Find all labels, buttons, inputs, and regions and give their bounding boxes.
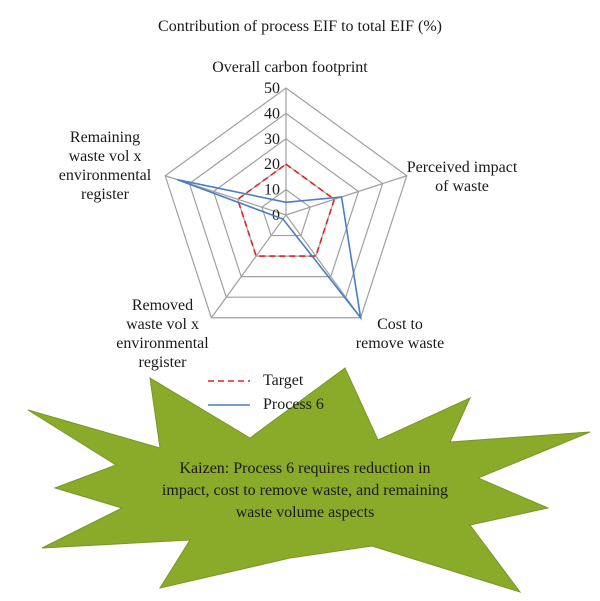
axis-spoke: [210, 214, 287, 319]
annotation-line: impact, cost to remove waste, and remain…: [161, 482, 449, 499]
tick-label: 40: [264, 105, 280, 122]
kaizen-annotation: Kaizen: Process 6 requires reduction in …: [120, 458, 490, 524]
grid-ring: [164, 87, 408, 319]
axis-label-overall-carbon-footprint: Overall carbon footprint: [212, 59, 368, 76]
grid-ring: [188, 112, 384, 298]
annotation-line: waste volume aspects: [235, 504, 375, 521]
axis-spoke: [285, 175, 407, 216]
chart-title: Contribution of process EIF to total EIF…: [158, 18, 442, 35]
grid-ring: [212, 138, 360, 278]
series-line-process-6: [177, 178, 362, 321]
axis-spoke: [285, 214, 362, 319]
legend-label-process-6: Process 6: [263, 396, 324, 413]
grid-ring: [261, 188, 311, 237]
legend-label-target: Target: [263, 372, 304, 389]
tick-label: 30: [264, 131, 280, 148]
tick-label: 20: [264, 156, 280, 173]
tick-label: 50: [264, 80, 280, 97]
annotation-line: Kaizen: Process 6 requires reduction in: [179, 460, 431, 477]
tick-label: 0: [272, 207, 280, 224]
kaizen-starburst: [27, 367, 591, 593]
tick-label: 10: [264, 182, 280, 199]
